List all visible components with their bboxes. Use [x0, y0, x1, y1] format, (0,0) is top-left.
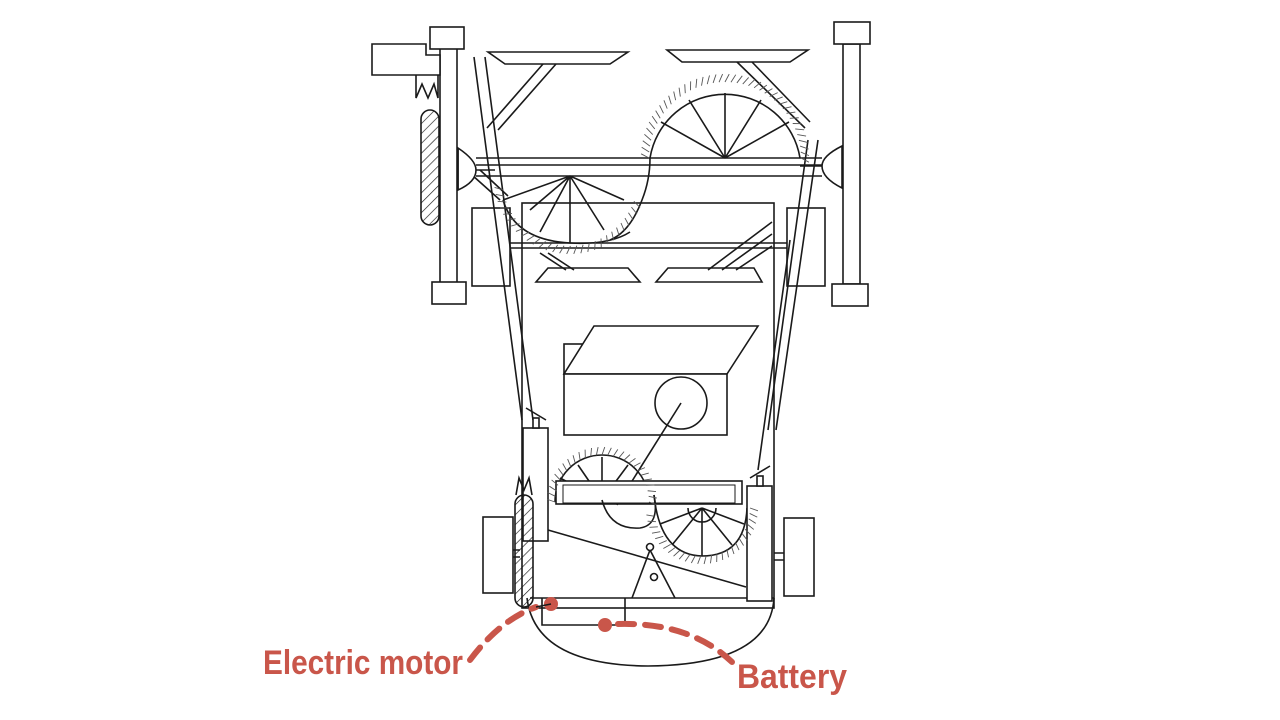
lower-gear-right	[601, 494, 748, 557]
mid-left-plate	[534, 267, 642, 283]
top-right-plate	[664, 49, 811, 63]
top-left-plate	[485, 51, 631, 65]
upper-gear-small	[502, 175, 631, 245]
battery-label: Battery	[737, 658, 847, 696]
chassis-frame	[521, 202, 775, 609]
left-side-box	[471, 207, 511, 287]
electric-motor-leader	[467, 604, 539, 663]
rear-hatched-spring	[514, 494, 534, 608]
left-hatched-spring	[420, 109, 440, 226]
battery-leader	[615, 620, 735, 665]
right-shock-absorber	[746, 465, 773, 602]
lower-left-gear-teeth	[546, 446, 658, 506]
upper-gear-large	[609, 93, 801, 241]
upper-small-gear-teeth	[494, 187, 641, 255]
rear-right-wheel	[783, 517, 815, 597]
engine-block	[562, 325, 760, 506]
battery-marker	[598, 618, 612, 632]
left-upright-post	[371, 26, 467, 305]
right-knuckle	[821, 144, 843, 190]
lower-right-gear-teeth	[646, 507, 759, 565]
rear-bumper	[526, 597, 775, 667]
rear-left-wheel	[482, 516, 514, 594]
left-knuckle	[457, 146, 477, 192]
upper-gear-teeth	[640, 73, 810, 163]
right-upright-post	[831, 21, 871, 307]
electric-motor-label: Electric motor	[263, 644, 463, 682]
